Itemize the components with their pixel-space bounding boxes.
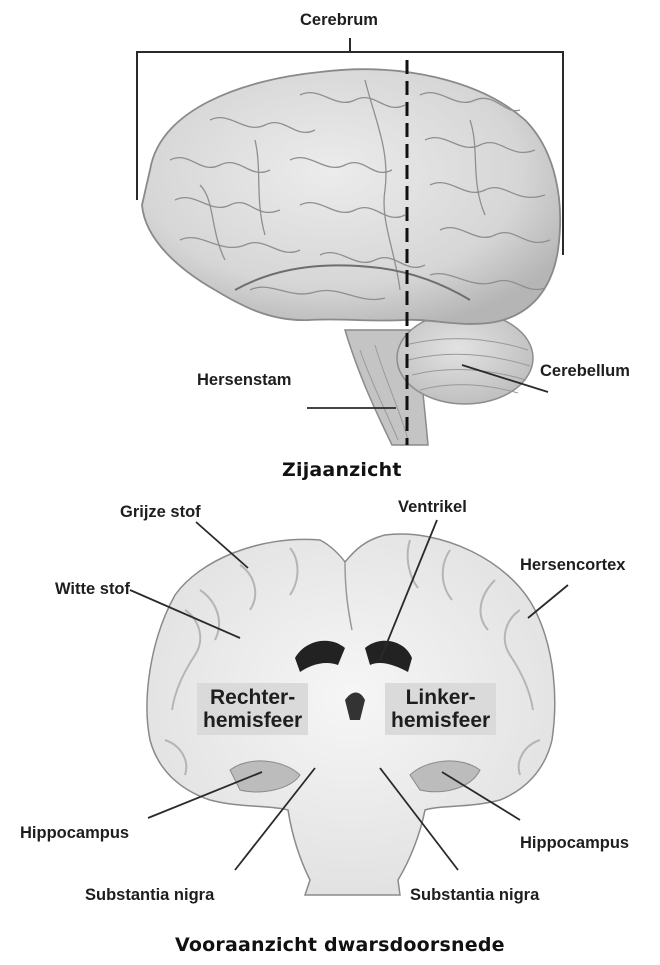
hersenstam-label: Hersenstam xyxy=(197,372,291,389)
grijze-stof-label: Grijze stof xyxy=(120,504,201,521)
right-hemisphere-label: Rechter- hemisfeer xyxy=(197,683,308,735)
hippocampus-left-label: Hippocampus xyxy=(20,825,129,842)
left-hemisphere-line1: Linker- xyxy=(391,686,490,709)
section-view-caption: Vooraanzicht dwarsdoorsnede xyxy=(175,936,505,955)
substantia-nigra-left-label: Substantia nigra xyxy=(85,887,214,904)
hersencortex-leader xyxy=(528,585,568,618)
cerebellum-label: Cerebellum xyxy=(540,363,630,380)
substantia-nigra-right-label: Substantia nigra xyxy=(410,887,539,904)
left-hemisphere-line2: hemisfeer xyxy=(391,709,490,732)
cerebrum-label: Cerebrum xyxy=(300,12,378,29)
hersencortex-label: Hersencortex xyxy=(520,557,625,574)
left-hemisphere-label: Linker- hemisfeer xyxy=(385,683,496,735)
right-hemisphere-line2: hemisfeer xyxy=(203,709,302,732)
cerebrum xyxy=(142,69,560,324)
hippocampus-right-label: Hippocampus xyxy=(520,835,629,852)
witte-stof-label: Witte stof xyxy=(55,581,130,598)
side-view-caption: Zijaanzicht xyxy=(282,461,402,480)
right-hemisphere-line1: Rechter- xyxy=(203,686,302,709)
ventrikel-label: Ventrikel xyxy=(398,499,467,516)
section-view-brain xyxy=(130,520,568,895)
